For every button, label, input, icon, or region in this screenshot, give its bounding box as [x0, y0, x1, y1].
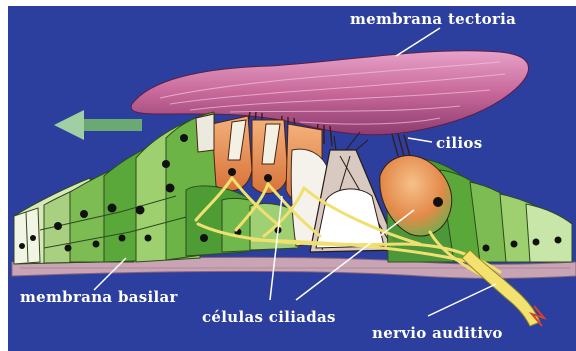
label-basilar-membrane: membrana basilar	[20, 288, 179, 306]
label-auditory-nerve: nervio auditivo	[372, 324, 503, 342]
label-cilia: cilios	[436, 134, 482, 152]
label-tectorial-membrane: membrana tectoria	[350, 10, 516, 28]
inner-hair-cell-nucleus-dot	[433, 197, 443, 207]
label-hair-cells: células ciliadas	[202, 308, 336, 326]
